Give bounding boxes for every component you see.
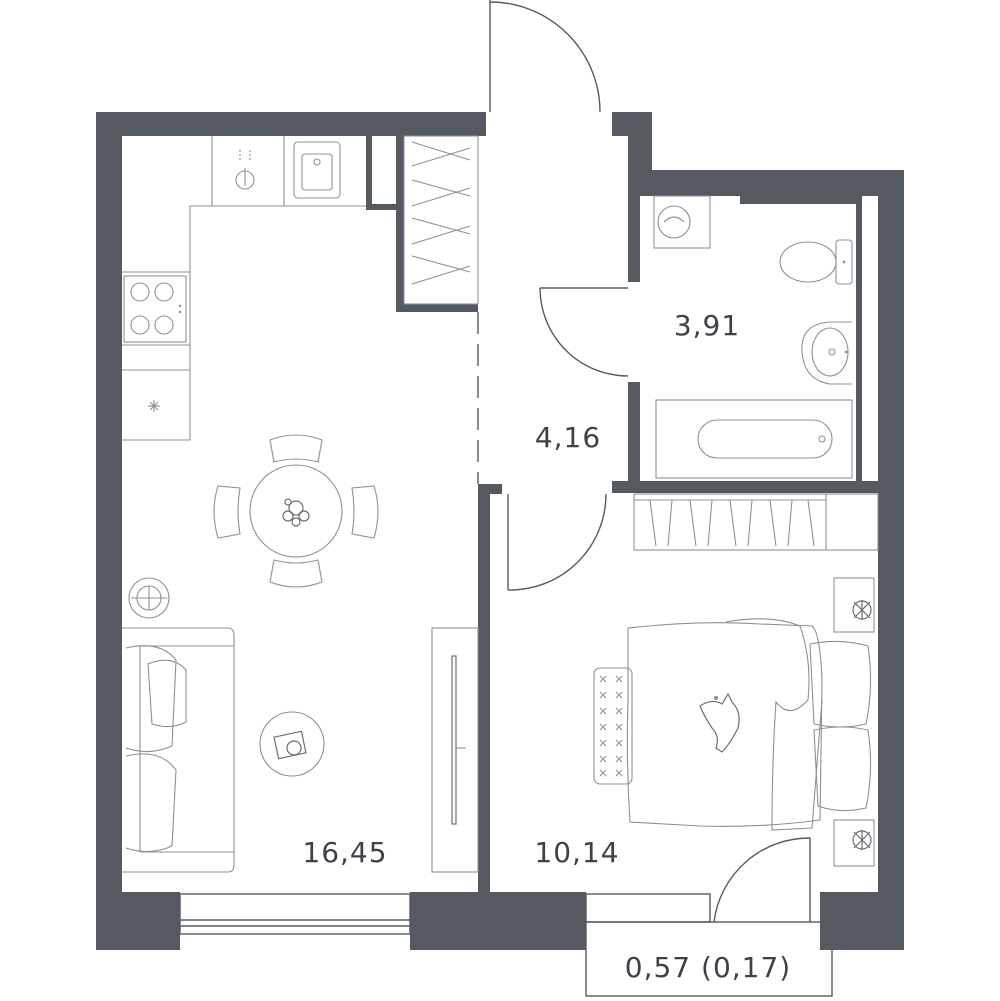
hall-wardrobe bbox=[403, 135, 479, 305]
kitchen-sink-icon bbox=[293, 141, 341, 199]
washing-machine-icon bbox=[653, 195, 711, 249]
interior-walls bbox=[366, 136, 878, 894]
flower-vase-icon bbox=[282, 498, 310, 527]
exterior-walls bbox=[96, 112, 904, 950]
stove-icon bbox=[123, 275, 187, 343]
plant-icon bbox=[852, 600, 872, 620]
bedside-rug bbox=[593, 667, 633, 785]
floor-lamp-icon bbox=[128, 577, 170, 619]
bedroom-wardrobe bbox=[633, 493, 879, 551]
doors bbox=[489, 0, 811, 923]
bathtub-icon bbox=[655, 399, 853, 479]
faucet-icon bbox=[235, 150, 255, 190]
rug-pattern bbox=[599, 675, 623, 777]
bed bbox=[626, 577, 875, 867]
kitchen-counter bbox=[122, 136, 366, 441]
balcony-outline bbox=[585, 921, 833, 997]
balcony-area-label: 0,57 (0,17) bbox=[625, 951, 791, 984]
sofa bbox=[122, 627, 235, 873]
kitchen-living-area-label: 16,45 bbox=[302, 836, 387, 869]
bathroom-area-label: 3,91 bbox=[674, 309, 740, 342]
coffee-table bbox=[259, 711, 325, 777]
windows bbox=[179, 312, 833, 997]
plant-icon bbox=[852, 830, 872, 850]
washbasin-icon bbox=[801, 321, 852, 385]
tv-stand bbox=[431, 627, 479, 873]
cat-icon bbox=[699, 692, 740, 753]
dining-table bbox=[213, 434, 379, 588]
bedroom-area-label: 10,14 bbox=[534, 836, 619, 869]
fridge-icon bbox=[148, 400, 160, 412]
toilet-icon bbox=[779, 239, 853, 285]
hallway-area-label: 4,16 bbox=[535, 421, 601, 454]
